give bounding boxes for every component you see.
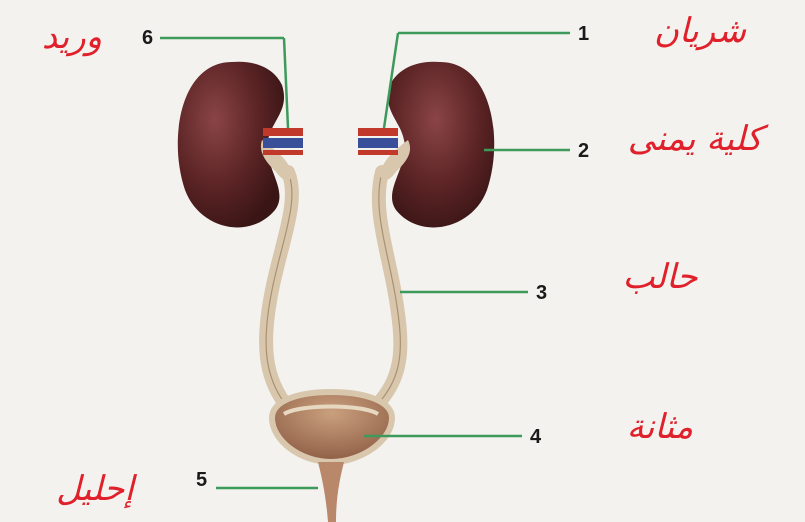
handwritten-vein: وريد (42, 17, 102, 57)
left-renal-artery (263, 128, 303, 136)
label-number-5: 5 (196, 469, 207, 491)
right-renal-artery (358, 128, 398, 136)
leader-line-6b (284, 38, 288, 128)
left-renal-vein (263, 138, 303, 148)
label-number-1: 1 (578, 23, 589, 45)
handwritten-urethra: إحليل (56, 469, 137, 509)
handwritten-right-kidney: كلية يمنى (628, 119, 769, 159)
handwritten-ureter: حالب (622, 257, 698, 297)
right-renal-vein (358, 138, 398, 148)
bladder (272, 392, 392, 462)
handwritten-artery: شريان (654, 11, 747, 51)
handwritten-bladder: مثانة (627, 407, 694, 447)
label-number-3: 3 (536, 282, 547, 304)
left-renal-vessel-stripe (263, 150, 303, 155)
label-number-6: 6 (142, 27, 153, 49)
label-number-4: 4 (530, 426, 542, 448)
label-number-2: 2 (578, 140, 589, 162)
urethra (318, 462, 344, 522)
right-renal-vessel-stripe (358, 150, 398, 155)
